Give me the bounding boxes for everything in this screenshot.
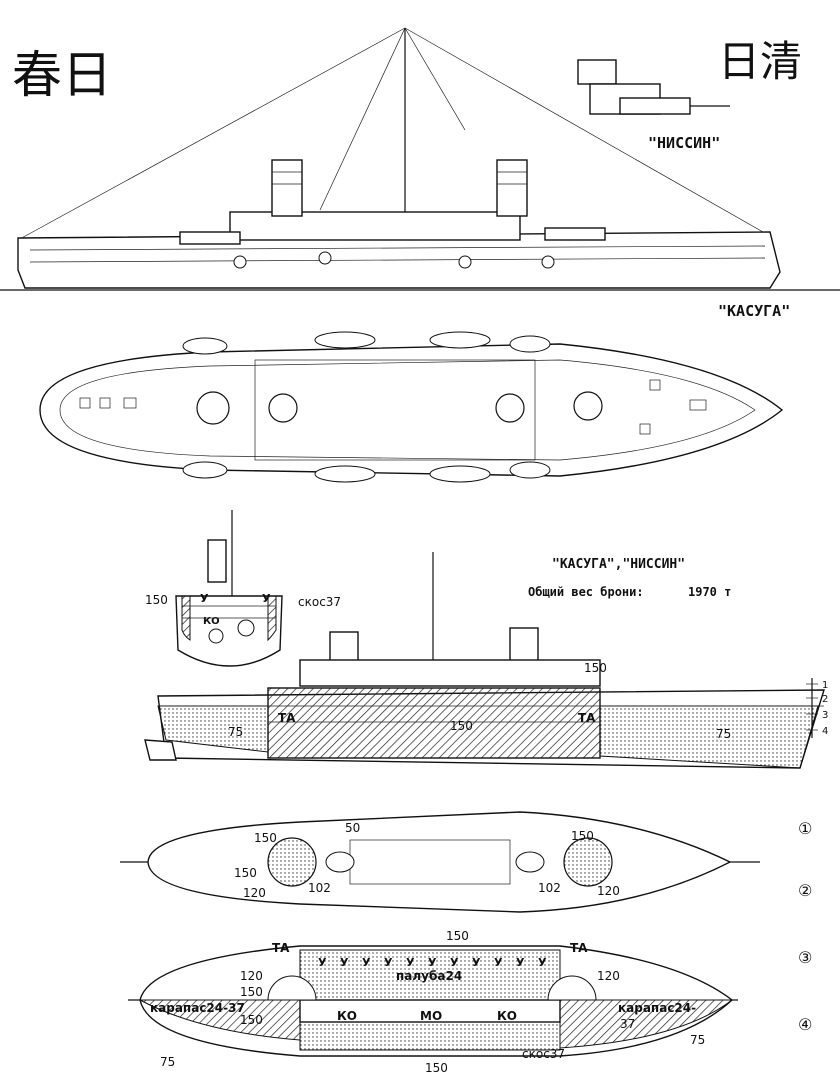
ship-label-kasuga: "КАСУГА" — [718, 302, 790, 320]
kanji-kasuga: 春日 — [12, 46, 112, 104]
aft-funnel — [496, 159, 528, 217]
plan-armor-50: 50 — [345, 821, 360, 835]
level-mark-2: 2 — [822, 694, 828, 705]
plan-armor-150-left: 150 — [254, 831, 277, 845]
level-scale — [806, 678, 818, 738]
u-cell: У — [318, 956, 327, 969]
plan-ko-right: КО — [497, 1009, 517, 1023]
kanji-nissin: 日清 — [718, 37, 802, 86]
forward-turret — [196, 391, 230, 425]
u-cell: У — [516, 956, 525, 969]
plan-level-1: ① — [798, 819, 812, 838]
nissin-superstructure-detail — [577, 59, 730, 115]
plan-armor-150-right: 150 — [571, 829, 594, 843]
plan-ko-left: КО — [337, 1009, 357, 1023]
armor-weight-label: Общий вес брони: — [528, 585, 644, 599]
plan-armor-120-left: 120 — [243, 886, 266, 900]
plan-armor-75-left: 75 — [160, 1055, 175, 1069]
plan-carapace-right: карапас24- — [618, 1001, 696, 1015]
u-cell: У — [472, 956, 481, 969]
plan-armor-150-top: 150 — [446, 929, 469, 943]
level-mark-3: 3 — [822, 710, 828, 721]
plan-levels-3-4 — [128, 945, 738, 1057]
plan-armor-120-right-lower: 120 — [597, 969, 620, 983]
armor-midsection — [175, 510, 283, 667]
plan-armor-102-right: 102 — [538, 881, 561, 895]
plan-carapace-left: карапас24-37 — [150, 1001, 245, 1015]
deck-outline — [39, 343, 784, 477]
plan-armor-150-left-lower: 150 — [234, 866, 257, 880]
level-mark-4: 4 — [822, 726, 828, 737]
plan-armor-150-mid-left: 150 — [240, 985, 263, 999]
section-u-right: У — [262, 592, 271, 605]
plan-skos37: скос37 — [522, 1047, 565, 1061]
plan-armor-75-right: 75 — [690, 1033, 705, 1047]
section-armor-150: 150 — [145, 593, 168, 607]
profile-armor-75-right: 75 — [716, 727, 731, 741]
u-cell: У — [384, 956, 393, 969]
profile-armor-150-top: 150 — [584, 661, 607, 675]
plan-carapace-right-37: 37 — [620, 1017, 635, 1031]
armor-title: "КАСУГА","НИССИН" — [552, 557, 685, 572]
plan-deck-paluba: палуба24 — [396, 969, 462, 983]
u-cell: У — [428, 956, 437, 969]
plan-level-2: ② — [798, 881, 812, 900]
side-profile-kasuga — [0, 27, 840, 291]
level-mark-1: 1 — [822, 680, 828, 691]
u-cell: У — [450, 956, 459, 969]
plan-armor-102-left: 102 — [308, 881, 331, 895]
forward-funnel — [271, 159, 303, 217]
profile-armor-75-left: 75 — [228, 725, 243, 739]
u-cell: У — [494, 956, 503, 969]
u-cell: У — [340, 956, 349, 969]
plan-armor-150-left-lower-2: 150 — [240, 1013, 263, 1027]
plan-mo: МО — [420, 1009, 442, 1023]
profile-armor-150-mid: 150 — [450, 719, 473, 733]
ship-label-nissin: "НИССИН" — [648, 134, 720, 152]
aft-turret — [573, 391, 603, 421]
armor-weight-value: 1970 т — [688, 585, 731, 599]
main-belt-armor — [267, 687, 601, 759]
plan-level-3: ③ — [798, 948, 812, 967]
plan-armor-150-bottom: 150 — [425, 1061, 448, 1075]
deck-plan — [39, 331, 784, 483]
plan-ta-left: ТА — [272, 941, 290, 955]
plan-levels-1-2 — [120, 811, 760, 913]
section-ko: КО — [203, 616, 220, 627]
profile-ta-left: ТА — [278, 711, 296, 725]
u-cell: У — [362, 956, 371, 969]
plan-armor-120-left-lower: 120 — [240, 969, 263, 983]
section-skos37: скос37 — [298, 595, 341, 609]
u-cell: У — [538, 956, 547, 969]
plan-level-4: ④ — [798, 1015, 812, 1034]
u-cell: У — [406, 956, 415, 969]
armor-profile — [144, 552, 825, 769]
profile-ta-right: ТА — [578, 711, 596, 725]
plan-ta-right: ТА — [570, 941, 588, 955]
plan-armor-120-right: 120 — [597, 884, 620, 898]
section-u-left: У — [200, 592, 209, 605]
